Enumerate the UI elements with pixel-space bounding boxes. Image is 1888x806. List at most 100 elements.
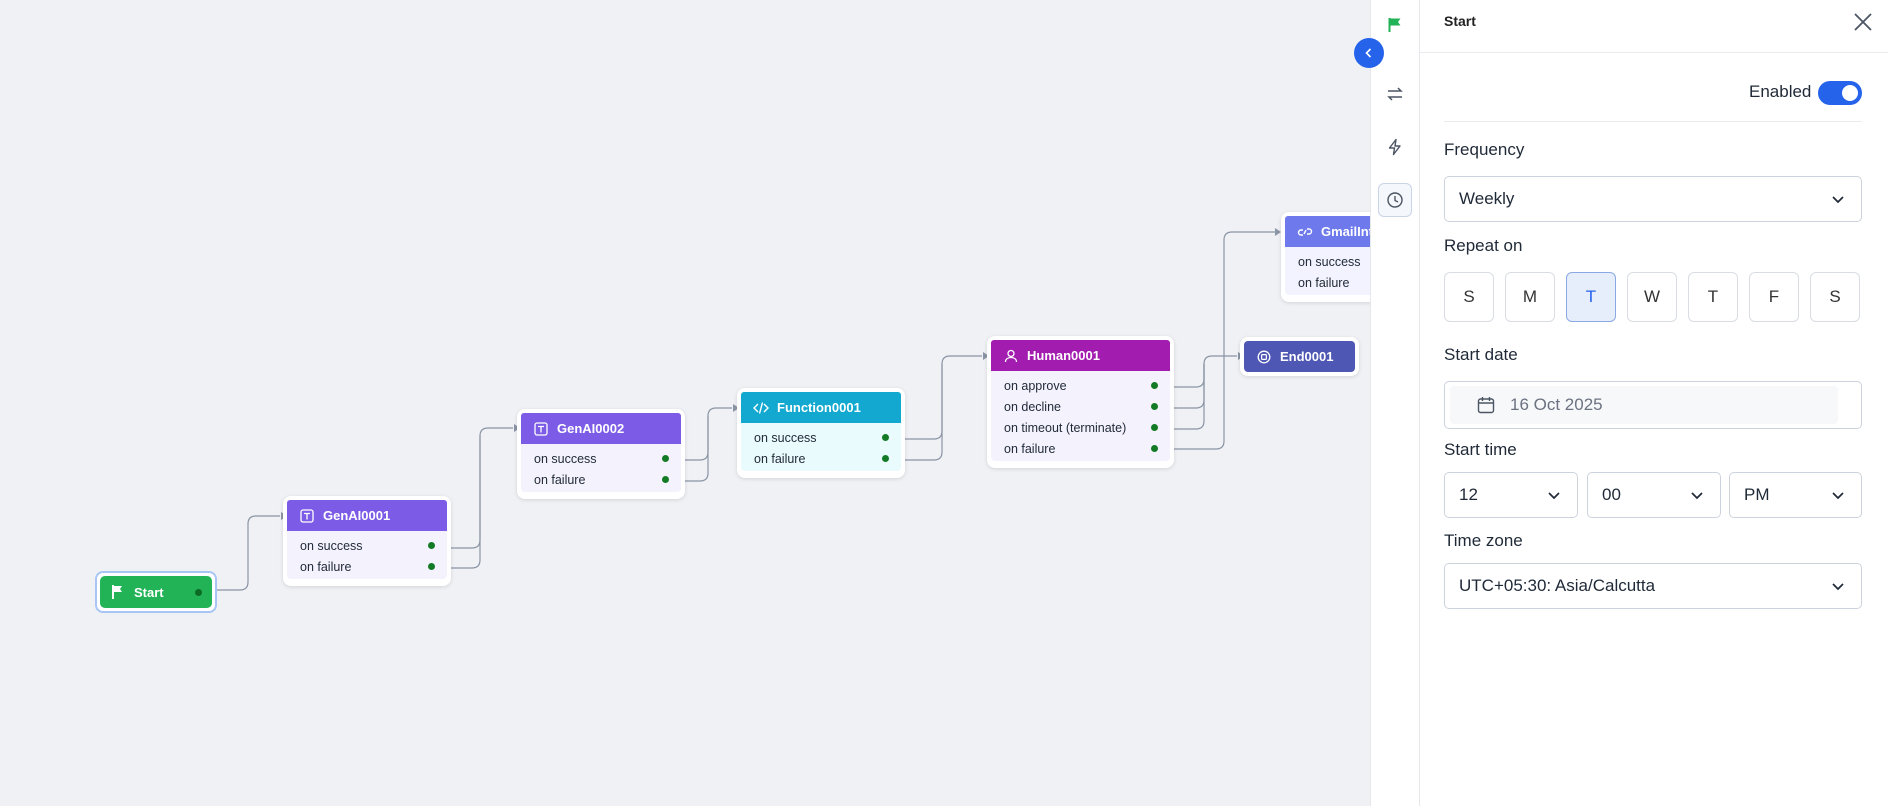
frequency-label: Frequency [1444, 140, 1525, 159]
edge-human1-end-c [1174, 364, 1205, 430]
output-label: on success [300, 538, 363, 553]
day-saturday[interactable]: S [1810, 272, 1860, 322]
user-icon [1003, 348, 1019, 364]
chevron-left-icon [1363, 47, 1375, 59]
minute-value: 00 [1602, 485, 1621, 504]
edge-start-genai1 [217, 515, 280, 591]
edge-human1-end [1174, 355, 1237, 388]
day-monday[interactable]: M [1505, 272, 1555, 322]
output-label: on success [754, 430, 817, 445]
output-label: on approve [1004, 378, 1067, 393]
ampm-value: PM [1744, 485, 1770, 504]
rail-schedule-button[interactable] [1378, 183, 1412, 217]
timezone-select[interactable]: UTC+05:30: Asia/Calcutta [1444, 563, 1862, 609]
edge-func1-human1 [905, 355, 982, 440]
output-label: on success [534, 451, 597, 466]
edge-genai2-func1-b [685, 416, 709, 482]
node-title: Human0001 [1027, 348, 1100, 363]
chevron-down-icon [1829, 577, 1847, 595]
chevron-down-icon [1829, 486, 1847, 504]
node-gmailint[interactable]: GmailInt on success on failure [1281, 212, 1372, 302]
output-label: on decline [1004, 399, 1061, 414]
output-label: on failure [1298, 275, 1350, 290]
output-label: on success [1298, 254, 1361, 269]
node-genai0002[interactable]: GenAI0002 on success on failure [517, 409, 685, 499]
text-t-icon [299, 508, 315, 524]
minute-select[interactable]: 00 [1587, 472, 1721, 518]
ampm-select[interactable]: PM [1729, 472, 1862, 518]
output-port[interactable] [1151, 382, 1158, 389]
frequency-value: Weekly [1459, 189, 1515, 208]
node-function0001[interactable]: Function0001 on success on failure [737, 388, 905, 478]
start-date-value: 16 Oct 2025 [1510, 395, 1603, 414]
lightning-icon [1386, 138, 1404, 156]
node-title: GenAI0001 [323, 508, 391, 523]
output-port[interactable] [882, 434, 889, 441]
output-port[interactable] [662, 476, 669, 483]
chevron-down-icon [1545, 486, 1563, 504]
enabled-label: Enabled [1749, 82, 1812, 101]
node-title: GmailInt [1321, 224, 1372, 239]
start-time-label: Start time [1444, 440, 1517, 459]
divider [1419, 52, 1888, 53]
frequency-select[interactable]: Weekly [1444, 176, 1862, 222]
link-icon [1297, 224, 1313, 240]
node-title: GenAI0002 [557, 421, 625, 436]
day-friday[interactable]: F [1749, 272, 1799, 322]
output-port[interactable] [428, 542, 435, 549]
timezone-label: Time zone [1444, 531, 1523, 550]
chevron-down-icon [1829, 190, 1847, 208]
day-wednesday[interactable]: W [1627, 272, 1677, 322]
close-icon [1851, 10, 1875, 34]
collapse-panel-button[interactable] [1354, 38, 1384, 68]
chevron-down-icon [1688, 486, 1706, 504]
output-label: on failure [534, 472, 586, 487]
start-date-field[interactable]: 16 Oct 2025 [1444, 381, 1862, 429]
toggle-knob [1842, 85, 1858, 101]
edge-human1-gmail [1174, 231, 1280, 450]
day-thursday[interactable]: T [1688, 272, 1738, 322]
swap-arrows-icon [1386, 85, 1404, 103]
calendar-icon [1476, 395, 1496, 415]
clock-icon [1386, 191, 1404, 209]
workflow-canvas[interactable]: Start GenAI0001 on success on failure Ge… [0, 0, 1372, 806]
start-output-port[interactable] [195, 588, 202, 596]
output-port[interactable] [1151, 424, 1158, 431]
panel-rail [1371, 0, 1420, 806]
stop-circle-icon [1256, 349, 1272, 365]
text-t-icon [533, 421, 549, 437]
output-label: on failure [1004, 441, 1056, 456]
node-end0001[interactable]: End0001 [1240, 337, 1359, 376]
output-port[interactable] [662, 455, 669, 462]
node-human0001[interactable]: Human0001 on approve on decline on timeo… [987, 336, 1174, 468]
divider [1444, 121, 1862, 122]
repeat-on-label: Repeat on [1444, 236, 1523, 255]
day-tuesday[interactable]: T [1566, 272, 1616, 322]
enabled-toggle[interactable] [1818, 81, 1862, 105]
output-port[interactable] [882, 455, 889, 462]
rail-trigger-button[interactable] [1378, 130, 1412, 164]
close-panel-button[interactable] [1851, 10, 1875, 34]
flag-icon [1386, 16, 1404, 34]
hour-value: 12 [1459, 485, 1478, 504]
output-port[interactable] [428, 563, 435, 570]
rail-transitions-button[interactable] [1378, 77, 1412, 111]
start-node[interactable]: Start [95, 571, 217, 613]
edge-genai1-genai2-b [448, 436, 481, 569]
output-label: on failure [754, 451, 806, 466]
settings-panel: Start Enabled Frequency Weekly Repeat on… [1370, 0, 1888, 806]
flag-icon [110, 584, 126, 600]
timezone-value: UTC+05:30: Asia/Calcutta [1459, 576, 1656, 595]
hour-select[interactable]: 12 [1444, 472, 1578, 518]
output-port[interactable] [1151, 403, 1158, 410]
day-sunday[interactable]: S [1444, 272, 1494, 322]
start-date-label: Start date [1444, 345, 1518, 364]
start-node-label: Start [134, 584, 164, 600]
edge-func1-human1-b [905, 364, 943, 461]
rail-flag-button[interactable] [1378, 8, 1412, 42]
output-port[interactable] [1151, 445, 1158, 452]
node-title: Function0001 [777, 400, 861, 415]
panel-title: Start [1444, 13, 1476, 29]
node-title: End0001 [1280, 349, 1334, 364]
node-genai0001[interactable]: GenAI0001 on success on failure [283, 496, 451, 586]
